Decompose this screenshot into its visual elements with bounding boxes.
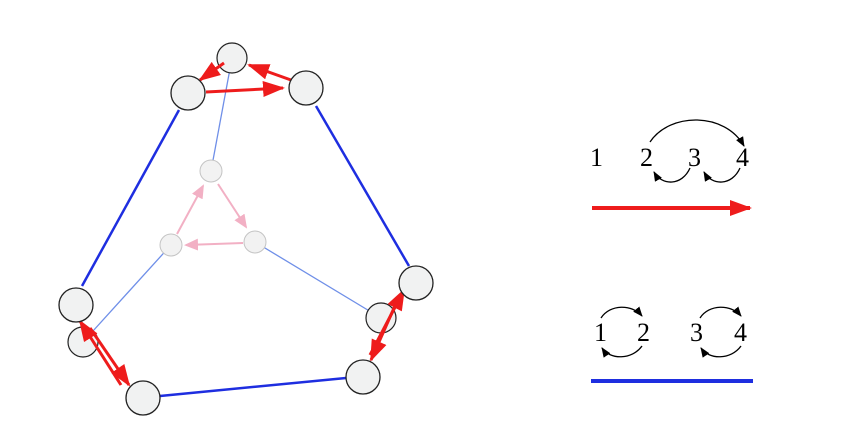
node-bottom-right: [345, 359, 381, 395]
legend-red: 1 2 3 4: [590, 119, 752, 216]
legend-red-label-2: 2: [640, 143, 653, 172]
inner-triangle: [82, 57, 382, 343]
legend-blue: 1 2 3 4: [591, 306, 753, 383]
red-arrow-left-2: [78, 319, 123, 386]
red-arrow-top-3: [198, 61, 225, 82]
legend-blue-label-4: 4: [734, 318, 747, 347]
inner-arrow-right-to-left: [184, 238, 244, 251]
legend-blue-arc-3-to-4: [699, 306, 742, 319]
inner-connector-left: [82, 244, 172, 343]
blue-edge-bottom: [159, 376, 347, 398]
node-top-right: [288, 70, 324, 106]
inner-node-right: [243, 230, 267, 254]
inner-connector-right: [254, 241, 382, 319]
node-mid-left: [58, 287, 94, 323]
inner-arrow-top-to-right: [217, 183, 248, 229]
node-mid-right: [398, 265, 434, 301]
node-right-small: [365, 302, 397, 334]
legend-blue-arc-4-to-3: [700, 345, 742, 358]
blue-edge-left: [80, 109, 181, 287]
legend-blue-label-1: 1: [594, 318, 607, 347]
inner-arrow-left-to-top: [176, 184, 204, 235]
outer-blue-edges: [80, 105, 411, 398]
legend-red-arc-2-to-4: [649, 119, 745, 147]
node-top-left: [170, 75, 206, 111]
inner-node-left: [159, 233, 183, 257]
legend-red-arc-3-to-2: [653, 167, 691, 183]
inner-node-top: [199, 159, 223, 183]
inner-connector-top: [210, 57, 233, 172]
legend-blue-arc-2-to-1: [601, 345, 643, 358]
legend-red-arc-4-to-3: [703, 167, 741, 183]
legend-blue-label-2: 2: [637, 318, 650, 347]
red-arrow-top-2: [247, 63, 292, 82]
node-bottom-left: [125, 380, 161, 416]
red-arrow-left-1: [88, 327, 131, 387]
outer-nodes: [58, 70, 434, 416]
red-arrow-top-1: [205, 81, 285, 98]
red-arrow-right-2: [369, 298, 400, 362]
legend-red-label-4: 4: [736, 143, 749, 172]
red-arrows: [78, 61, 406, 387]
legend-blue-arc-1-to-2: [600, 306, 643, 319]
node-top-small: [216, 42, 248, 74]
blue-edge-right: [314, 105, 411, 267]
legend-red-label-3: 3: [688, 143, 701, 172]
legend-blue-label-3: 3: [690, 318, 703, 347]
legend-red-label-1: 1: [590, 143, 603, 172]
